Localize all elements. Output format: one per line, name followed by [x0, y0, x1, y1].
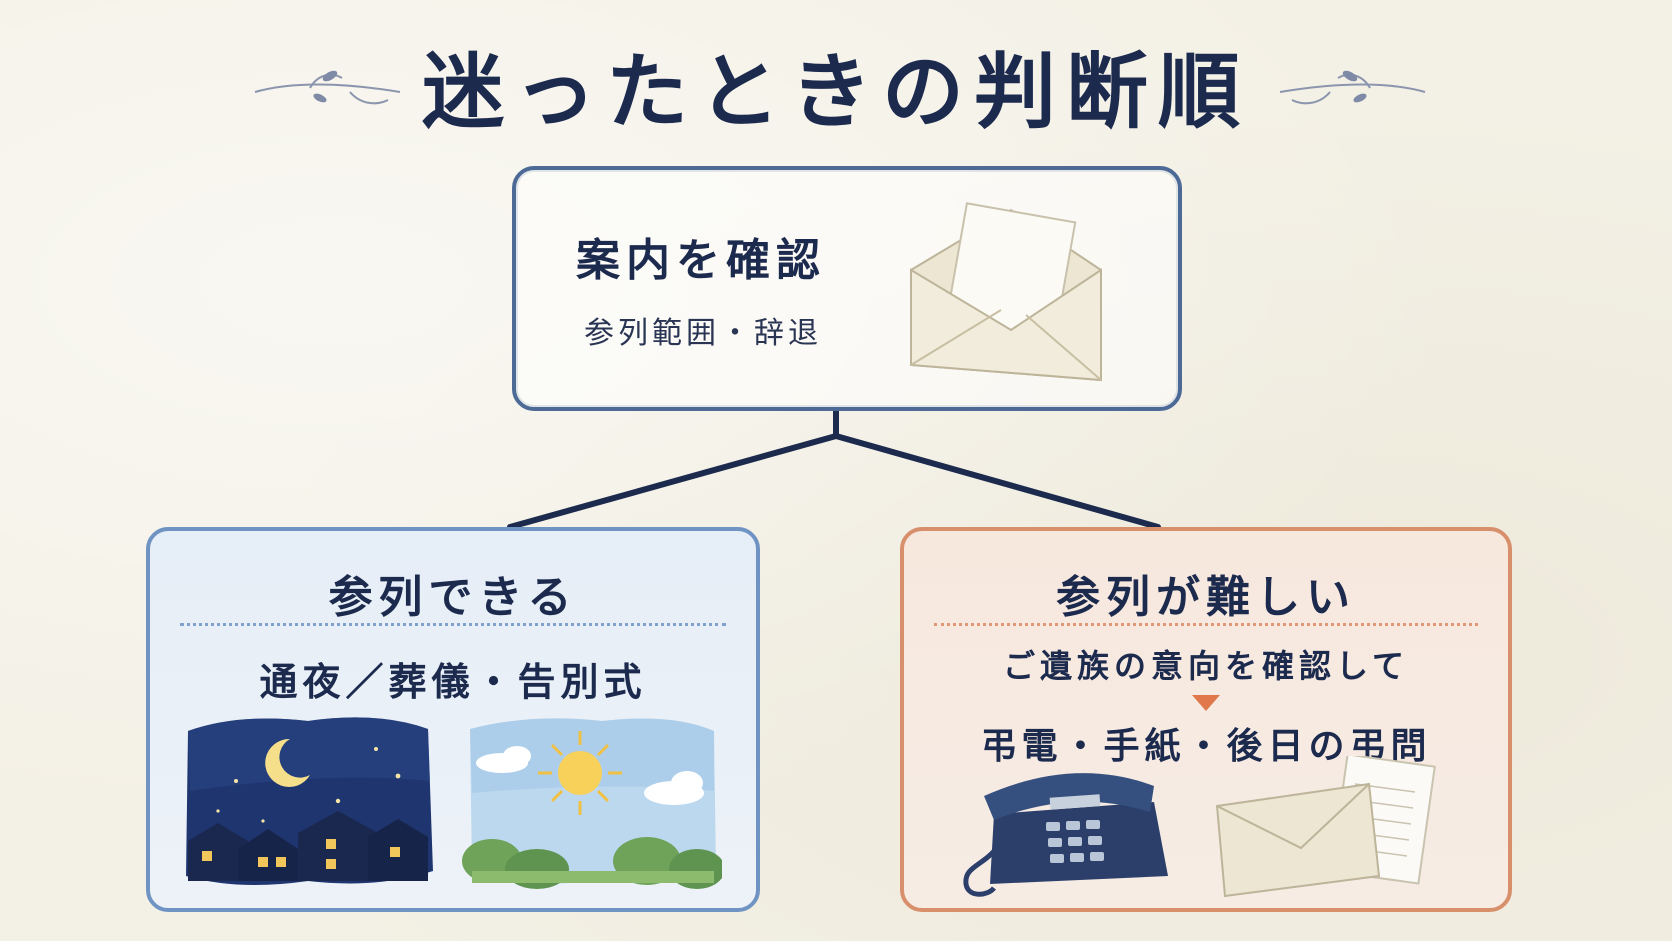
telephone-icon: [963, 773, 1168, 897]
check-notice-title: 案内を確認: [576, 235, 826, 286]
hard-to-attend-title: 参列が難しい: [1056, 572, 1356, 623]
down-arrow-icon: [1192, 695, 1220, 711]
night-scene-icon: [186, 717, 433, 885]
envelope-icon: [910, 202, 1102, 382]
can-attend-title: 参列できる: [328, 572, 578, 623]
can-attend-subtitle: 通夜／葬儀・告別式: [259, 660, 647, 704]
page-title: 迷ったときの判断順: [421, 44, 1250, 140]
check-notice-subtitle: 参列範囲・辞退: [584, 316, 822, 351]
can-attend-box: 参列できる 通夜／葬儀・告別式: [146, 527, 760, 912]
can-attend-divider: [180, 623, 726, 626]
confirm-family-wishes-text: ご遺族の意向を確認して: [1002, 647, 1410, 685]
left-flourish-icon: [254, 70, 401, 105]
letter-icon: [1215, 756, 1436, 898]
right-flourish-icon: [1279, 70, 1426, 105]
check-notice-box: 案内を確認 参列範囲・辞退: [512, 166, 1182, 411]
day-scene-icon: [462, 718, 722, 889]
hard-to-attend-divider: [934, 623, 1478, 626]
hard-to-attend-box: 参列が難しい ご遺族の意向を確認して 弔電・手紙・後日の弔問: [900, 527, 1512, 912]
